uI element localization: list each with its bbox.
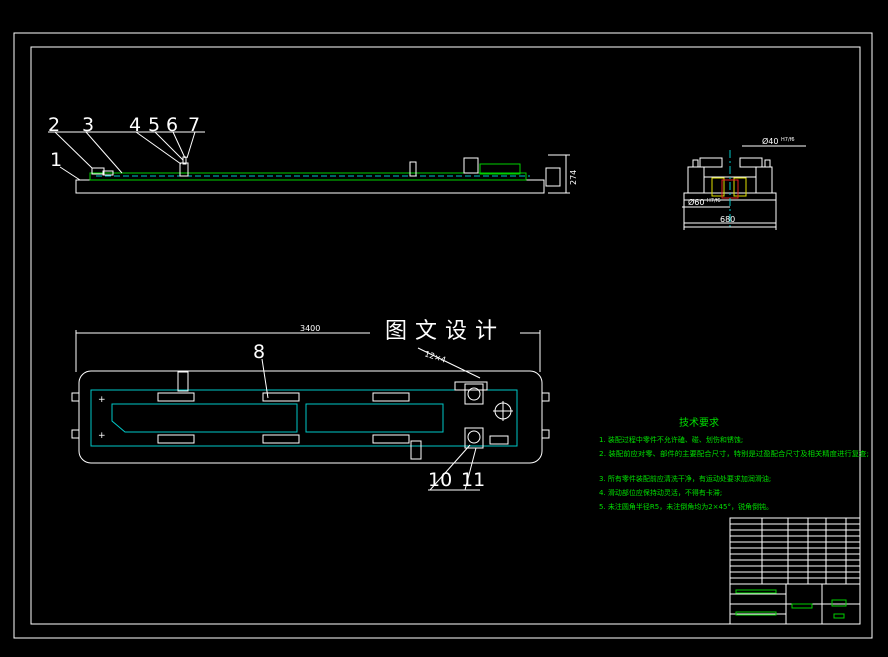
angle-note: 12×4 [423, 349, 447, 364]
part-number-4: 4 [129, 114, 141, 136]
side-view-post [409, 161, 417, 177]
tech-req-item-2: 2. 装配前应对零、部件的主要配合尺寸，特别是过盈配合尺寸及相关精度进行复查; [599, 449, 869, 458]
dia-top-fit: H7/f6 [781, 137, 795, 143]
watermark: 图文设计 [385, 319, 505, 344]
dia-top-dimension: Ø40 [762, 136, 778, 146]
part-number-10: 10 [428, 469, 452, 491]
side-view-block [179, 162, 189, 177]
part-number-5: 5 [148, 114, 160, 136]
part-number-2: 2 [48, 114, 60, 136]
technical-requirements: 技术要求 1. 装配过程中零件不允许磕、碰、划伤和锈蚀; 2. 装配前应对零、部… [599, 416, 869, 511]
tech-req-item-1: 1. 装配过程中零件不允许磕、碰、划伤和锈蚀; [599, 435, 743, 444]
tech-req-item-3: 3. 所有零件装配前应清洗干净，有运动处要求加润滑油; [599, 474, 771, 483]
height-dimension: 274 [569, 170, 578, 185]
part-number-7: 7 [188, 114, 200, 136]
part-number-6: 6 [166, 114, 178, 136]
side-view-rail [89, 172, 527, 181]
part-number-1: 1 [50, 149, 62, 171]
plan-view-outline [78, 370, 543, 464]
dia-bottom-dimension: Ø60 [688, 197, 704, 207]
inner-frame [30, 46, 861, 625]
end-view: Ø40 H7/f6 Ø60 H7/f6 680 [682, 136, 806, 230]
plan-view-frame-inner [90, 389, 518, 447]
title-block [729, 517, 861, 625]
tech-req-item-4: 4. 滑动部位应保持动灵活，不得有卡滞; [599, 488, 722, 497]
side-view-base [75, 179, 545, 194]
plan-slot-right [305, 403, 444, 433]
width-dimension: 680 [720, 215, 735, 224]
part-number-3: 3 [82, 114, 94, 136]
dia-bottom-fit: H7/f6 [707, 198, 721, 204]
clamp-blocks [157, 381, 509, 445]
part-number-8: 8 [253, 341, 265, 363]
plan-view: 3400 + + [71, 324, 550, 491]
svg-text:+: + [98, 431, 106, 441]
outer-frame [13, 32, 873, 639]
side-view: 274 1 2 3 4 5 6 7 [48, 114, 578, 194]
plan-slot-left [111, 403, 298, 433]
tech-req-title: 技术要求 [679, 416, 719, 429]
tech-req-item-5: 5. 未注圆角半径R5，未注倒角均为2×45°，锐角倒钝。 [599, 502, 773, 511]
length-dimension: 3400 [300, 324, 320, 333]
svg-text:+: + [98, 395, 106, 405]
part-number-11: 11 [461, 469, 485, 491]
